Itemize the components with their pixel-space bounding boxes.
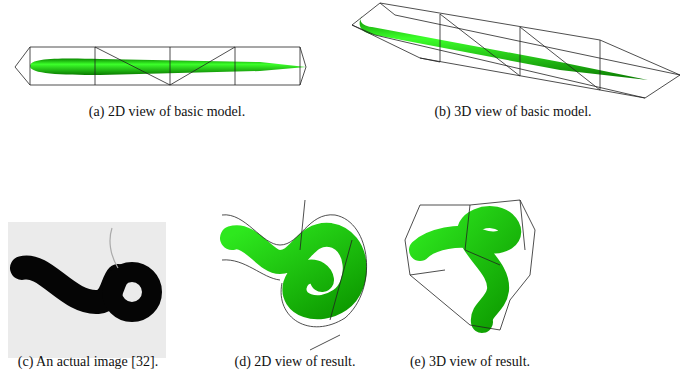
- subfigure-caption: (c) An actual image [32].: [18, 354, 158, 370]
- basic-model-3d: [352, 3, 680, 98]
- subfigure-caption: (a) 2D view of basic model.: [89, 104, 245, 120]
- worm-photo: [8, 222, 166, 358]
- result-3d: [405, 200, 535, 330]
- subfigure-caption: (e) 3D view of result.: [410, 354, 530, 370]
- result-2d: [222, 200, 367, 350]
- subfigure-caption: (b) 3D view of basic model.: [434, 104, 591, 120]
- basic-model-2d: [15, 47, 306, 85]
- subfigure-caption: (d) 2D view of result.: [235, 354, 356, 370]
